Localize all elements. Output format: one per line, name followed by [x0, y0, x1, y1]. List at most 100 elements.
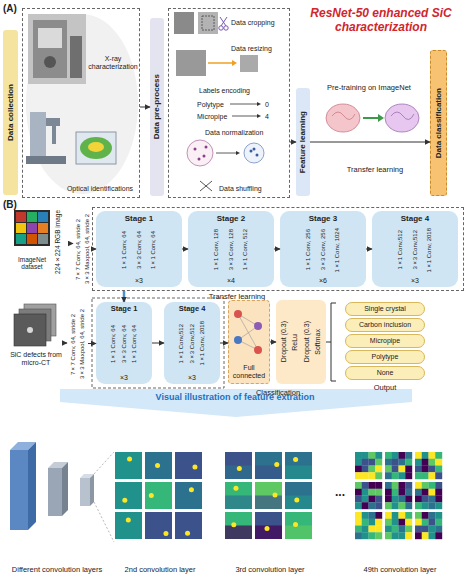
feature-map-tile: [369, 466, 376, 473]
xray-photo: [70, 36, 82, 78]
feature-map-tile: [375, 502, 382, 509]
feature-map-tile: [362, 459, 369, 466]
conv-row: 1×1 Conv, 643×3 Conv, 641×1 Conv, 64: [110, 314, 139, 374]
normalization-icon: [250, 150, 253, 153]
conv-spec: 3×3 Conv, 128: [228, 229, 235, 270]
feature-map-tile: [255, 526, 282, 540]
node-text: Optical identifications: [61, 185, 139, 193]
feature-maps: [115, 452, 442, 539]
stage-block: Stage 21×1 Conv, 1283×3 Conv, 1281×1 Con…: [188, 211, 274, 287]
feature-map-tile: [362, 512, 369, 519]
caption-label: 49th convolution layer: [350, 566, 450, 575]
feature-map-tile: [115, 452, 142, 479]
node-text: 224×224 RGB image: [54, 210, 61, 274]
feature-map-tile: [415, 466, 422, 473]
feature-map-tile: [435, 496, 442, 503]
section-label: Transfer learning: [330, 166, 420, 175]
normalization-icon: [253, 148, 256, 151]
feature-map-tile: [399, 459, 406, 466]
feature-map-tile: [399, 502, 406, 509]
feature-map-tile: [369, 532, 376, 539]
node-text: Softmax: [314, 329, 322, 355]
feature-map-tile: [392, 496, 399, 503]
conv-spec: 3×3 Conv,512: [412, 230, 419, 270]
dashed-group: Transfer learningStage 11×1 Conv, 643×3 …: [92, 207, 464, 291]
banner: Visual illustration of feature extration: [90, 390, 380, 404]
feature-map-tile: [422, 452, 429, 459]
imagenet-thumbnail: [16, 223, 26, 233]
feature-map-tile: [225, 482, 252, 509]
collection-backdrop: [26, 14, 138, 194]
crop-icon: [202, 16, 214, 30]
conv-row: 1×1 Conv, 643×3 Conv, 641×1 Conv, 64: [121, 223, 158, 277]
conv-spec: 1×1 Conv, 128: [213, 229, 220, 270]
normalization-icon: [216, 153, 236, 154]
crop-icon: [221, 17, 227, 26]
shuffle-icon: [200, 181, 212, 191]
feature-map-tile: [255, 452, 282, 479]
feature-map-tile: [362, 519, 369, 526]
feature-map-tile: [435, 459, 442, 466]
feature-map-tile: [375, 459, 382, 466]
feature-map-tile: [362, 452, 369, 459]
feature-map-tile: [255, 496, 282, 510]
fc-network: [254, 346, 262, 354]
feature-map-tile: [429, 489, 436, 496]
caption-label: Different convolution layers: [2, 566, 112, 575]
feature-map-tile: [225, 512, 252, 539]
feature-map-tile: [422, 502, 429, 509]
feature-map-tile: [422, 496, 429, 503]
feature-map-tile: [294, 497, 299, 502]
feature-map-tile: [355, 502, 362, 509]
output-class: Micropipe: [345, 334, 425, 348]
conv-spec: 1×1 Conv, 1024: [334, 228, 341, 273]
feature-map-tile: [355, 459, 362, 466]
normalization-icon: [244, 143, 264, 163]
feature-map-tile: [355, 472, 362, 479]
node-text: X-ray characterization: [87, 55, 139, 71]
feature-map-tile: [392, 532, 399, 539]
stage-block: Stage 11×1 Conv, 643×3 Conv, 641×1 Conv,…: [96, 302, 152, 384]
node-text: Dropout (0.3): [280, 321, 288, 362]
output-class: Carbon inclusion: [345, 318, 425, 332]
feature-map-tile: [274, 462, 279, 467]
feature-map-tile: [231, 522, 236, 527]
node-text: 7×7 Conv, 64, stride 2: [70, 314, 77, 375]
crop-icon: [220, 17, 226, 26]
encoding-arrows: [230, 104, 257, 105]
feature-map-tile: [392, 512, 399, 519]
stage-bar: Data collection: [3, 30, 18, 195]
node-text: Micropipe: [197, 113, 227, 121]
feature-map-tile: [392, 459, 399, 466]
feature-map-tile: [355, 519, 362, 526]
feature-map-tile: [375, 519, 382, 526]
feature-map-tile: [429, 526, 436, 533]
resize-icon: [176, 50, 206, 76]
feature-map-tile: [369, 502, 376, 509]
feature-map-tile: [405, 452, 412, 459]
feature-map-tile: [429, 472, 436, 479]
imagenet-thumbnail: [27, 212, 37, 222]
feature-map-tile: [375, 526, 382, 533]
panel-label: (B): [3, 199, 17, 211]
feature-map-tile: [255, 512, 282, 539]
feature-map-tile: [375, 482, 382, 489]
imagenet-thumbnail: [14, 210, 50, 246]
ellipsis: ...: [326, 486, 354, 500]
normalization-icon: [194, 148, 197, 151]
node-text: Data collection: [6, 84, 15, 141]
conv-stack: [48, 468, 62, 516]
stage-block: Stage 41×1 Conv,5123×3 Conv,5121×1 Conv,…: [372, 211, 458, 287]
feature-map-tile: [149, 493, 154, 498]
node-text: Full connected: [229, 364, 269, 380]
feature-map-tile: [225, 452, 252, 479]
encoding-arrows: [257, 114, 261, 118]
shuffle-icon: [200, 181, 212, 191]
feature-map-tile: [385, 482, 392, 489]
conv-spec: 1×1 Conv,512: [397, 230, 404, 270]
feature-map-tile: [369, 482, 376, 489]
feature-map-tile: [429, 502, 436, 509]
conv-row: 1×1 Conv,5123×3 Conv,5121×1 Conv, 2018: [397, 223, 434, 277]
feature-map-tile: [355, 496, 362, 503]
fc-network: [254, 322, 262, 330]
